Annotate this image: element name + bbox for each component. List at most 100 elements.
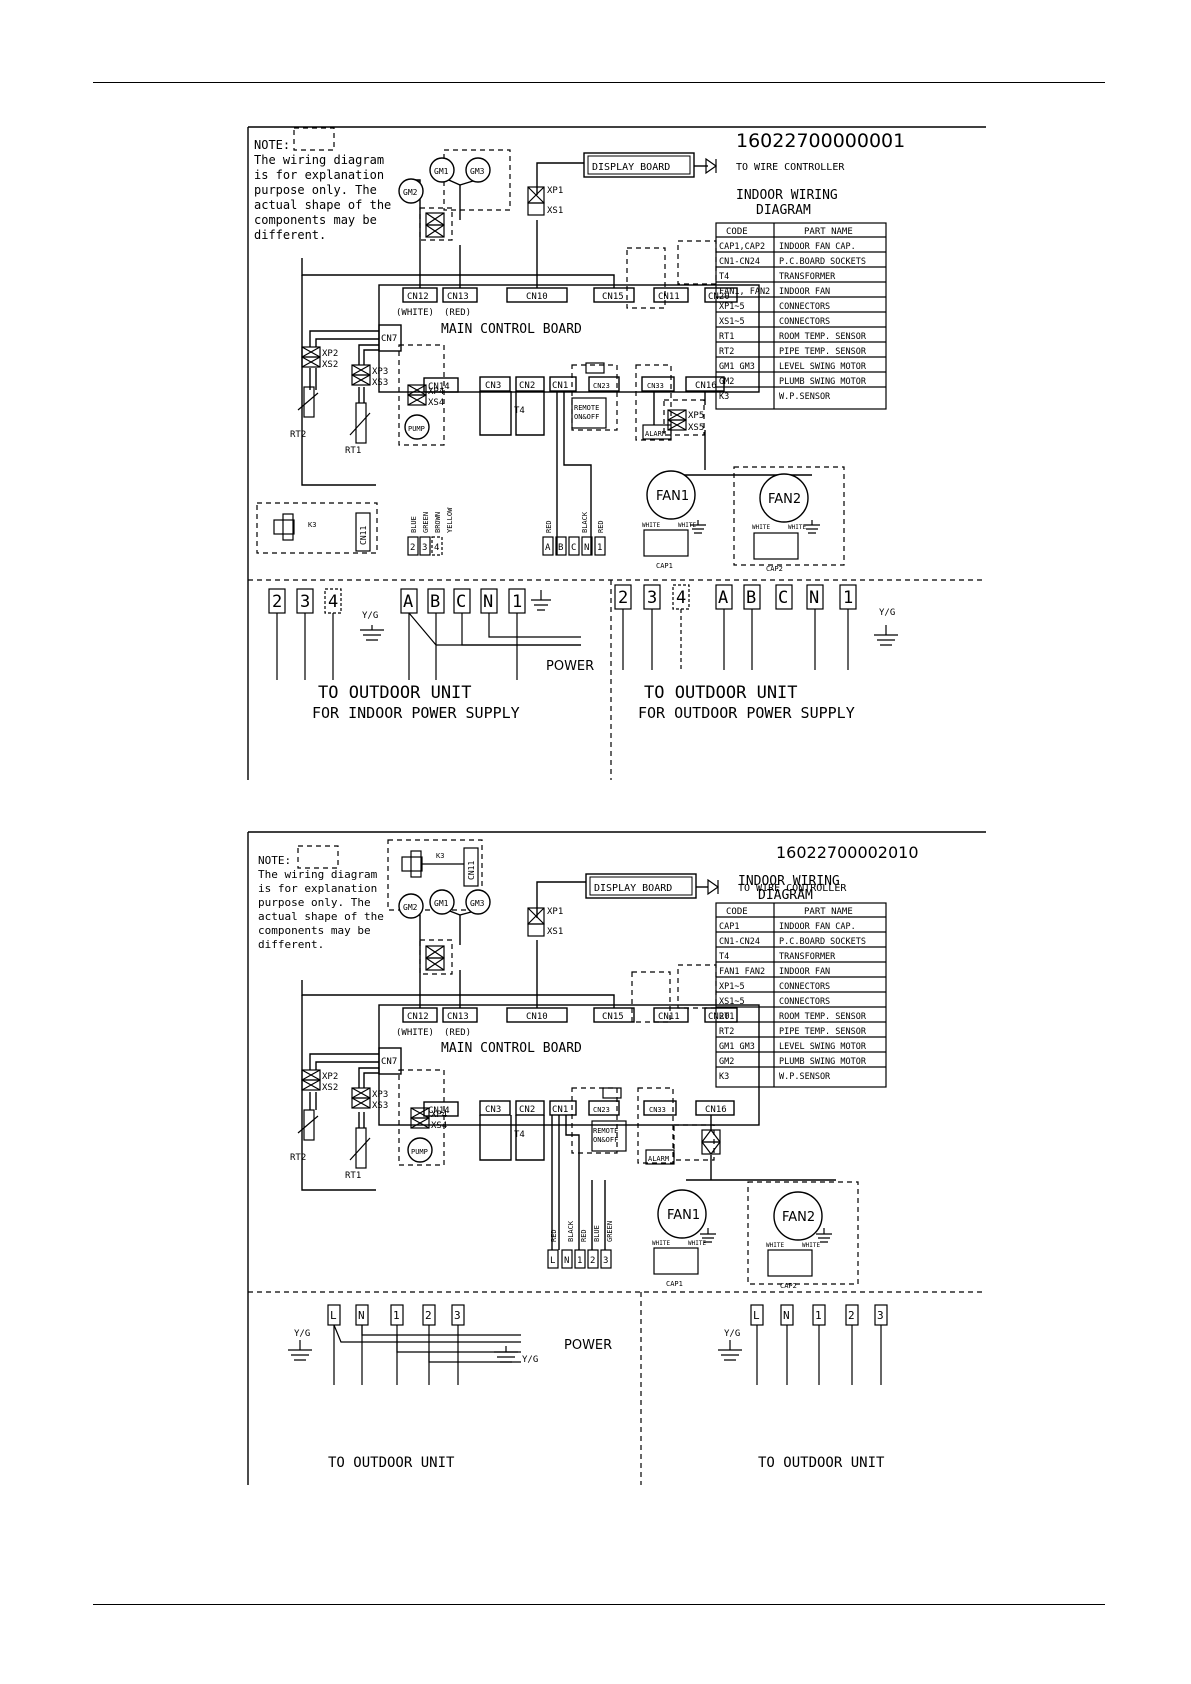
pump-label: PUMP [408, 425, 425, 433]
table-cell-part-name: CONNECTORS [779, 302, 830, 312]
xp3-label: XP3 [372, 1090, 388, 1100]
to-wire-controller-label: TO WIRE CONTROLLER [738, 883, 847, 894]
note-line: purpose only. The [258, 896, 371, 909]
small-terminal: 1 [577, 1256, 582, 1266]
terminal-label: N [783, 1309, 790, 1322]
wiring-diagram-1-svg: 16022700000001 NOTE: The wiring diagram … [247, 126, 986, 780]
cn12-color-label: (WHITE) [396, 1028, 434, 1038]
table-cell-code: GM2 [719, 377, 734, 387]
small-terminal: C [571, 543, 576, 553]
table-cell-code: T4 [719, 272, 729, 282]
yg-label: Y/G [522, 1355, 538, 1365]
connector-label: CN11 [658, 292, 680, 302]
small-terminal: 3 [603, 1256, 608, 1266]
table-cell-code: RT2 [719, 347, 734, 357]
footer-rule [93, 1604, 1105, 1605]
table-cell-part-name: ROOM TEMP. SENSOR [779, 1012, 867, 1022]
table-cell-part-name: P.C.BOARD SOCKETS [779, 257, 866, 267]
connector-label: CN14 [428, 382, 450, 392]
note-line: NOTE: [258, 854, 291, 867]
power-label: POWER [564, 1338, 612, 1353]
display-board-label: DISPLAY BOARD [594, 883, 672, 894]
small-terminal: 3 [422, 543, 427, 553]
terminal-label: B [746, 588, 756, 608]
xs4-label: XS4 [431, 1121, 447, 1131]
supply-label: FOR OUTDOOR POWER SUPPLY [638, 704, 855, 722]
small-terminal: A [545, 543, 551, 553]
cn11-sensor-label: CN11 [467, 861, 476, 880]
terminal-label: 3 [300, 592, 310, 612]
terminal-label: 3 [877, 1309, 884, 1322]
note-line: The wiring diagram [254, 153, 384, 167]
terminal-label: 2 [618, 588, 628, 608]
table-cell-part-name: INDOOR FAN [779, 287, 830, 297]
note-line: actual shape of the [254, 198, 391, 212]
table-cell-code: GM2 [719, 1057, 734, 1067]
small-terminal: 4 [434, 543, 439, 553]
main-control-board-label: MAIN CONTROL BOARD [441, 322, 582, 337]
terminal-label: 4 [676, 588, 686, 608]
fan2-label: FAN2 [768, 492, 801, 507]
connector-label: CN23 [593, 1106, 610, 1114]
connector-label: CN20 [708, 292, 730, 302]
wire-white-label: WHITE [688, 1240, 706, 1247]
terminal-label: 3 [647, 588, 657, 608]
power-label: POWER [546, 659, 594, 674]
table-cell-part-name: INDOOR FAN [779, 967, 830, 977]
wire-color-label: RED [550, 1229, 558, 1242]
note-line: The wiring diagram [258, 868, 378, 881]
header-rule [93, 82, 1105, 83]
wire-color-label: BROWN [434, 512, 442, 533]
xs4-label: XS4 [428, 398, 444, 408]
terminal-label: A [718, 588, 728, 608]
terminal-label: C [456, 592, 466, 612]
table-cell-part-name: CONNECTORS [779, 317, 830, 327]
wire-white-label: WHITE [642, 522, 660, 529]
alarm-label: ALARM [648, 1155, 669, 1163]
cn12-color-label: (WHITE) [396, 308, 434, 318]
cn11-sensor-label: CN11 [359, 526, 368, 545]
table-cell-code: K3 [719, 1072, 729, 1082]
note-line: actual shape of the [258, 910, 384, 923]
xs2-label: XS2 [322, 1083, 338, 1093]
wire-white-label: WHITE [802, 1242, 820, 1249]
table-cell-part-name: CONNECTORS [779, 997, 830, 1007]
yg-label: Y/G [362, 611, 378, 621]
wire-color-label: BLACK [581, 511, 589, 533]
table-header-code: CODE [726, 907, 748, 917]
table-cell-part-name: LEVEL SWING MOTOR [779, 1042, 867, 1052]
connector-label: CN3 [485, 381, 501, 391]
xp5-label: XP5 [688, 411, 704, 421]
cap2-label: CAP2 [766, 565, 783, 573]
xp2-label: XP2 [322, 1072, 338, 1082]
connector-label: CN1 [552, 381, 568, 391]
terminal-label: N [809, 588, 819, 608]
fan2-label: FAN2 [782, 1210, 815, 1225]
xp4-label: XP4 [428, 387, 444, 397]
table-cell-code: XS1~5 [719, 997, 745, 1007]
table-cell-code: GM1 GM3 [719, 362, 755, 372]
terminal-label: N [358, 1309, 365, 1322]
terminal-label: 1 [815, 1309, 822, 1322]
connector-label: CN33 [647, 382, 664, 390]
note-line: purpose only. The [254, 183, 377, 197]
rt1-label: RT1 [345, 446, 361, 456]
connector-label: CN12 [407, 292, 429, 302]
pump-label: PUMP [411, 1148, 428, 1156]
wire-color-label: GREEN [606, 1221, 614, 1242]
table-header-part: PART NAME [804, 907, 853, 917]
xp1-label: XP1 [547, 186, 563, 196]
connector-label: CN15 [602, 292, 624, 302]
t4-label: T4 [514, 1130, 525, 1140]
table-cell-part-name: P.C.BOARD SOCKETS [779, 937, 866, 947]
table-cell-code: K3 [719, 392, 729, 402]
diagram-title: INDOOR WIRING [738, 874, 840, 889]
xs1-label: XS1 [547, 927, 563, 937]
to-outdoor-unit-label: TO OUTDOOR UNIT [644, 683, 798, 703]
table-cell-part-name: PIPE TEMP. SENSOR [779, 347, 867, 357]
xs3-label: XS3 [372, 378, 388, 388]
table-cell-part-name: W.P.SENSOR [779, 392, 831, 402]
wire-color-label: BLUE [410, 516, 418, 533]
gm2-label: GM2 [403, 903, 418, 912]
connector-label: CN20 [708, 1012, 730, 1022]
